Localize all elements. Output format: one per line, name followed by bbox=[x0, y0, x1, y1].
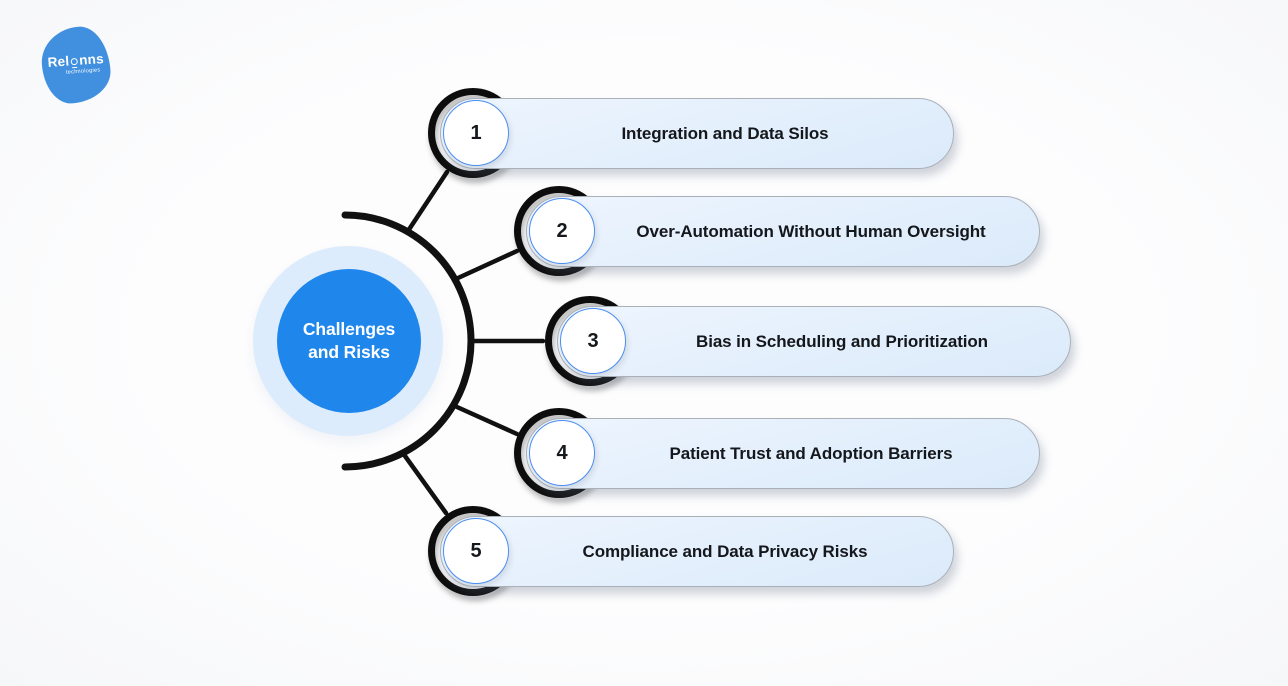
lightbulb-globe bbox=[70, 58, 79, 66]
connector-line-2 bbox=[455, 248, 520, 281]
item-label-5: Compliance and Data Privacy Risks bbox=[582, 541, 868, 561]
item-pill-2: Over-Automation Without Human Oversight bbox=[526, 196, 1040, 267]
brand-tagline: technologies bbox=[65, 67, 101, 77]
connector-line-1 bbox=[405, 169, 450, 234]
center-node: Challenges and Risks bbox=[277, 269, 421, 413]
item-label-4: Patient Trust and Adoption Barriers bbox=[669, 443, 953, 463]
item-pill-5: Compliance and Data Privacy Risks bbox=[440, 516, 954, 587]
number-badge-4: 4 bbox=[529, 420, 595, 486]
brand-text-prefix: Rel bbox=[47, 53, 70, 71]
number-badge-5: 5 bbox=[443, 518, 509, 584]
number-badge-3: 3 bbox=[560, 308, 626, 374]
item-label-3: Bias in Scheduling and Prioritization bbox=[696, 331, 988, 351]
lightbulb-icon bbox=[70, 58, 80, 69]
item-pill-3: Bias in Scheduling and Prioritization bbox=[557, 306, 1071, 377]
item-pill-4: Patient Trust and Adoption Barriers bbox=[526, 418, 1040, 489]
brand-text-suffix: nns bbox=[78, 51, 105, 68]
number-badge-2: 2 bbox=[529, 198, 595, 264]
item-label-1: Integration and Data Silos bbox=[621, 123, 829, 143]
connector-line-5 bbox=[402, 453, 449, 516]
number-badge-1: 1 bbox=[443, 100, 509, 166]
center-title: Challenges and Risks bbox=[302, 319, 396, 362]
item-pill-1: Integration and Data Silos bbox=[440, 98, 954, 169]
connector-line-4 bbox=[454, 404, 520, 437]
item-label-2: Over-Automation Without Human Oversight bbox=[636, 221, 986, 241]
